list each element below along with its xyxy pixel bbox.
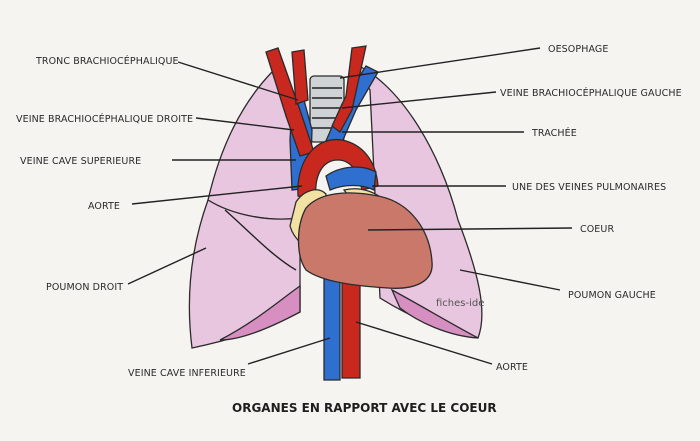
heart [297,192,433,289]
right-lung-fissure [224,209,297,271]
brachiocephalic-branch [291,49,309,105]
label-trachee: TRACHÉE [531,127,577,139]
leader-poumon-droit [127,247,207,285]
leader-aorte-haut [131,185,303,205]
watermark: fiches-ide [436,298,484,309]
leader-veine-bc-gauche [341,91,497,109]
right-lung-base-shade [219,284,301,341]
leader-lines [127,47,573,365]
pulmonary-vein [325,166,377,191]
left-carotid-artery [331,45,367,133]
left-lung-base-shade [390,288,479,339]
leader-coeur [367,227,573,231]
label-coeur: COEUR [580,224,614,235]
label-tronc-brachiocephalique: TRONC BRACHIOCÉPHALIQUE [35,55,179,67]
leader-veine-bc-droite [195,117,295,131]
label-poumon-gauche: POUMON GAUCHE [568,290,656,301]
label-veine-cave-superieure: VEINE CAVE SUPERIEURE [20,156,141,167]
label-poumon-droit: POUMON DROIT [46,282,123,293]
trachea-rings [312,87,342,129]
leader-veine-cave-inf [247,337,331,365]
diagram-title: ORGANES EN RAPPORT AVEC LE COEUR [232,401,497,415]
label-aorte-bas: AORTE [496,362,528,373]
right-lung [188,71,301,349]
labels: TRONC BRACHIOCÉPHALIQUE OESOPHAGE VEINE … [16,44,682,379]
label-veine-cave-inferieure: VEINE CAVE INFERIEURE [128,368,246,379]
leader-oesophage [339,47,541,79]
descending-aorta [341,279,361,379]
leader-tronc [177,61,299,101]
leader-poumon-gauche [459,269,561,291]
label-veine-brachiocephalique-gauche: VEINE BRACHIOCÉPHALIQUE GAUCHE [500,87,682,99]
label-veine-brachiocephalique-droite: VEINE BRACHIOCÉPHALIQUE DROITE [16,113,193,125]
label-aorte-haut: AORTE [88,201,120,212]
leader-aorte-bas [355,321,493,365]
label-veines-pulmonaires: UNE DES VEINES PULMONAIRES [512,182,666,193]
label-oesophage: OESOPHAGE [548,44,608,55]
inferior-vena-cava [323,271,341,381]
